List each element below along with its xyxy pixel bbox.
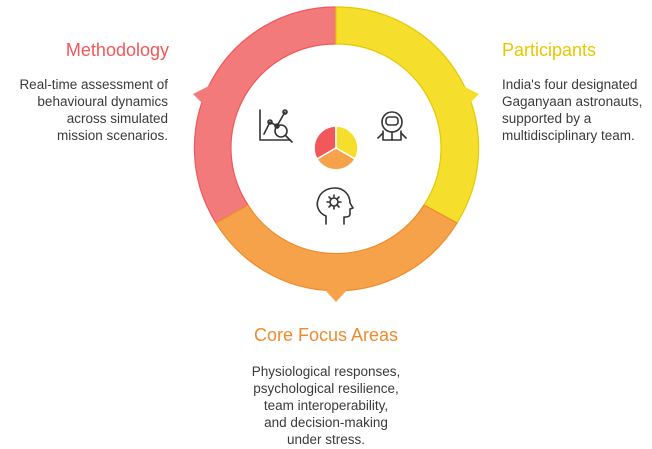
- core-ring-segment: [215, 204, 458, 292]
- core-line: psychological resilience,: [253, 381, 399, 396]
- participants-ring-segment: [335, 6, 480, 224]
- core-line: Physiological responses,: [251, 364, 401, 379]
- center-pie-core: [315, 147, 357, 171]
- methodology-line: Real-time assessment of: [19, 77, 168, 92]
- methodology-line: across simulated: [66, 111, 168, 126]
- participants-line: India's four designated: [502, 77, 638, 92]
- participants-arrow-notch: [459, 84, 479, 106]
- participants-line: supported by a: [502, 111, 592, 126]
- methodology-line: mission scenarios.: [56, 128, 168, 143]
- core-description: Physiological responses, psychological r…: [0, 363, 652, 448]
- core-line: under stress.: [286, 432, 366, 447]
- methodology-title: Methodology: [65, 40, 169, 60]
- core-line: and decision-making: [264, 415, 388, 430]
- participants-description: India's four designated Gaganyaan astron…: [502, 76, 642, 144]
- participants-title: Participants: [502, 40, 597, 60]
- astronaut-icon: [377, 111, 407, 141]
- center-pie: [313, 125, 359, 171]
- participants-line: multidisciplinary team.: [502, 128, 635, 143]
- methodology-description: Real-time assessment of behavioural dyna…: [19, 76, 168, 144]
- methodology-ring-segment: [193, 6, 337, 224]
- chart-magnifier-icon: [259, 109, 293, 143]
- methodology-line: behavioural dynamics: [37, 94, 168, 109]
- core-arrow-notch: [325, 290, 347, 302]
- head-gear-icon: [316, 187, 354, 225]
- core-title: Core Focus Areas: [253, 325, 399, 345]
- participants-line: Gaganyaan astronauts,: [502, 94, 643, 109]
- core-line: team interoperability,: [263, 398, 389, 413]
- methodology-arrow-notch: [193, 84, 213, 106]
